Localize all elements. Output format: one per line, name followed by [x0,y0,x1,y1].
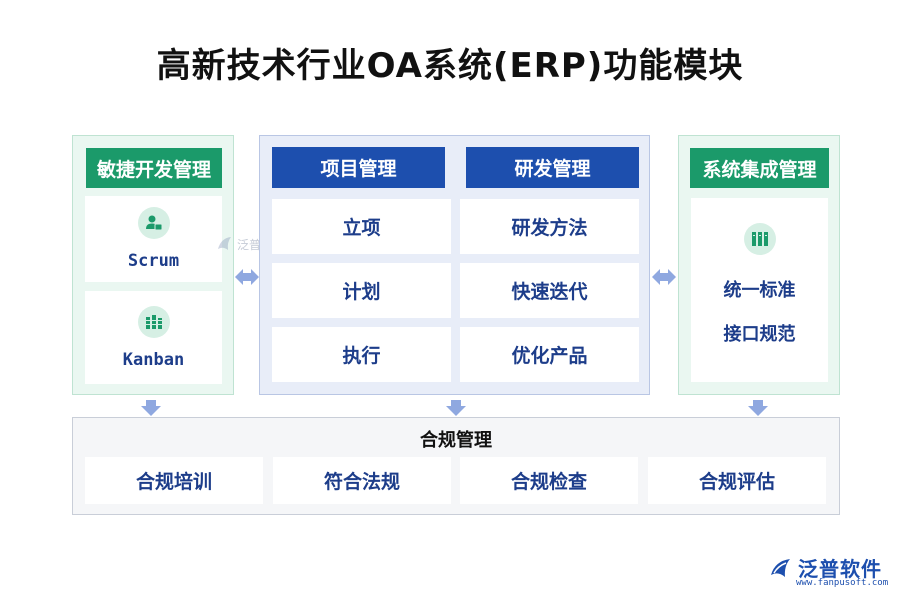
agile-dev-header: 敏捷开发管理 [86,148,222,188]
project-rd-panel: 项目管理 研发管理 立项 计划 执行 研发方法 快速迭代 优化产品 [259,135,650,395]
project-item: 立项 [272,199,451,254]
fanpu-logo: 泛普软件 [768,553,882,582]
integration-line: 统一标准 [723,280,796,301]
project-management-header: 项目管理 [272,147,445,188]
integration-card: 统一标准 接口规范 [691,198,828,382]
fanpu-watermark-icon [218,237,231,250]
logo-url: www.fanpusoft.com [796,578,889,588]
compliance-panel: 合规管理 合规培训 符合法规 合规检查 合规评估 [72,417,840,515]
system-integration-panel: 系统集成管理 统一标准 接口规范 [678,135,840,395]
rd-item: 快速迭代 [460,263,639,318]
fanpu-logo-icon [771,558,790,577]
down-arrow-icon [748,400,768,416]
kanban-board-icon [137,305,170,338]
agile-dev-panel: 敏捷开发管理 Scrum Kanban [72,135,234,395]
compliance-title: 合规管理 [420,430,492,451]
rd-item: 研发方法 [460,199,639,254]
double-arrow-right-connector [652,269,676,285]
down-arrow-icon [446,400,466,416]
compliance-item: 合规检查 [460,457,638,504]
integration-line: 接口规范 [723,324,796,345]
server-rack-icon [743,223,776,255]
logo-text: 泛普软件 [798,557,882,581]
kanban-card: Kanban [85,291,222,384]
project-item: 执行 [272,327,451,382]
project-item: 计划 [272,263,451,318]
kanban-label: Kanban [122,349,185,370]
double-arrow-left-connector [235,269,259,285]
rd-item: 优化产品 [460,327,639,382]
rd-management-header: 研发管理 [466,147,639,188]
scrum-label: Scrum [127,251,180,271]
down-arrow-icon [141,400,161,416]
scrum-card: Scrum [85,196,222,282]
compliance-item: 合规培训 [85,457,263,504]
compliance-item: 符合法规 [273,457,451,504]
user-badge-icon [137,207,170,239]
system-integration-header: 系统集成管理 [690,148,829,188]
page-title: 高新技术行业OA系统(ERP)功能模块 [156,46,744,86]
compliance-item: 合规评估 [648,457,826,504]
